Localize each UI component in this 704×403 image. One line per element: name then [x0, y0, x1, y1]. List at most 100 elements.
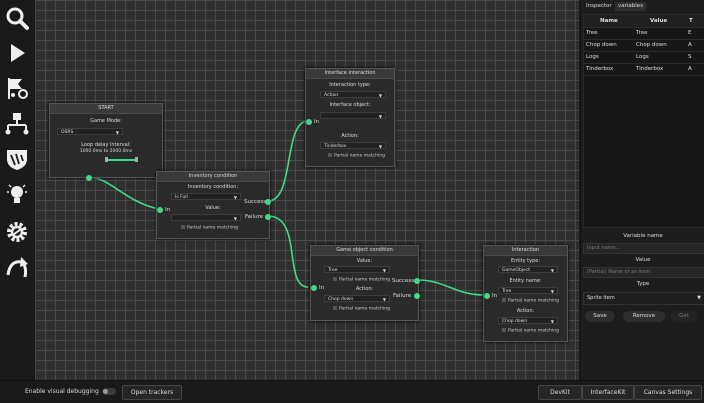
devkit-button[interactable]: DevKit	[538, 385, 582, 400]
action-select[interactable]: Tinderbox▼	[320, 142, 386, 149]
gear-tool-button[interactable]	[3, 218, 31, 246]
tab-variables[interactable]: variables	[615, 2, 647, 11]
game-object-value-select[interactable]: Tree▼	[324, 266, 390, 273]
loop-delay-slider[interactable]	[106, 159, 136, 161]
bottom-bar: Enable visual debugging Open trackers De…	[0, 380, 704, 403]
node-title: Inventory condition	[157, 172, 269, 182]
table-row[interactable]: Chop down Chop down A	[584, 39, 704, 52]
chevron-down-icon: ▼	[378, 144, 382, 149]
chevron-down-icon: ▼	[378, 114, 382, 119]
table-row[interactable]: Tinderbox Tinderbox A	[584, 63, 704, 76]
failure-output-port[interactable]	[414, 293, 420, 299]
value-input[interactable]: (Partial) Name of an item	[583, 267, 704, 278]
interaction-type-label: Interaction type:	[329, 82, 371, 88]
entity-type-label: Entity type:	[510, 258, 541, 264]
chevron-down-icon: ▼	[115, 130, 119, 135]
node-title: START	[50, 104, 162, 114]
chevron-down-icon: ▼	[550, 289, 554, 294]
node-canvas[interactable]: START Game Mode: OSRS▼ Loop delay interv…	[35, 0, 579, 380]
partial-name-checkbox[interactable]: Partial name matching	[502, 328, 559, 334]
success-output-port[interactable]	[414, 278, 420, 284]
table-row[interactable]: Tree Tree E	[584, 27, 704, 40]
arrow-tool-button[interactable]	[3, 254, 31, 282]
remove-button[interactable]: Remove	[623, 311, 665, 322]
get-button[interactable]: Get	[671, 311, 697, 322]
node-title: Interaction	[484, 246, 567, 256]
type-select[interactable]: Sprite item ▼	[583, 292, 704, 305]
game-mode-label: Game Mode:	[90, 118, 122, 124]
table-row[interactable]: Logs Logs S	[584, 51, 704, 64]
interfacekit-button[interactable]: InterfaceKit	[582, 385, 634, 400]
wire-start-to-inventory	[87, 176, 160, 210]
action-label: Action:	[355, 286, 374, 292]
value-label: Value:	[205, 205, 221, 211]
wire-success-to-interface	[267, 120, 309, 202]
game-object-condition-node[interactable]: Game object condition Value: Tree▼ Parti…	[310, 245, 420, 321]
game-object-input-port[interactable]	[311, 285, 317, 291]
arrow-icon	[6, 257, 28, 278]
chevron-down-icon: ▼	[382, 297, 386, 302]
game-mode-select[interactable]: OSRS▼	[57, 128, 123, 135]
start-output-port[interactable]	[86, 175, 92, 181]
interface-input-port[interactable]	[306, 119, 312, 125]
start-node[interactable]: START Game Mode: OSRS▼ Loop delay interv…	[49, 103, 163, 181]
input-label: In	[492, 293, 498, 299]
inspector-panel: Inspector variables Name Value T Tree Tr…	[580, 0, 704, 380]
value-label: Value	[635, 257, 651, 263]
hierarchy-tool-button[interactable]	[3, 110, 31, 138]
tab-inspector[interactable]: Inspector	[586, 3, 612, 9]
slider-handle-left[interactable]	[105, 157, 108, 162]
inventory-condition-node[interactable]: Inventory condition Inventory condition:…	[156, 171, 271, 239]
chevron-down-icon: ▼	[697, 295, 701, 301]
gear-icon	[7, 222, 27, 242]
inventory-input-port[interactable]	[157, 207, 163, 213]
flag-tool-button[interactable]	[3, 74, 31, 102]
hierarchy-icon	[5, 113, 29, 135]
interaction-action-select[interactable]: Chop down▼	[498, 317, 558, 324]
interface-object-select[interactable]: ▼	[320, 112, 386, 119]
search-icon	[6, 7, 29, 30]
lightbulb-tool-button[interactable]	[3, 181, 31, 209]
partial-name-checkbox[interactable]: Partial name matching	[181, 225, 238, 231]
partial-name-checkbox[interactable]: Partial name matching	[328, 153, 385, 159]
success-label: Success	[392, 278, 415, 284]
interaction-node[interactable]: Interaction Entity type: GameObject▼ Ent…	[483, 245, 568, 342]
open-trackers-button[interactable]: Open trackers	[122, 385, 182, 400]
interface-object-label: Interface object:	[329, 102, 371, 108]
partial-name-checkbox[interactable]: Partial name matching	[502, 298, 559, 304]
partial-name-checkbox[interactable]: Partial name matching	[333, 306, 390, 312]
loop-delay-value: 1000.0ms to 2000.0ms	[79, 149, 133, 154]
interaction-input-port[interactable]	[484, 293, 490, 299]
chevron-down-icon: ▼	[550, 319, 554, 324]
shield-icon	[7, 150, 27, 170]
variable-name-input[interactable]: Input name...	[583, 243, 704, 254]
input-label: In	[165, 207, 171, 213]
interaction-type-select[interactable]: Action▼	[320, 91, 386, 98]
variables-table: Name Value T Tree Tree E Chop down Chop …	[583, 14, 704, 228]
toggle-knob	[103, 389, 108, 394]
wire-failure-to-gameobject	[267, 215, 309, 288]
interface-interaction-node[interactable]: Interface interaction Interaction type: …	[305, 68, 395, 167]
play-tool-button[interactable]	[3, 39, 31, 67]
success-output-port[interactable]	[265, 199, 271, 205]
table-header: Name Value T	[584, 15, 704, 28]
slider-handle-right[interactable]	[135, 157, 138, 162]
partial-name-checkbox[interactable]: Partial name matching	[333, 277, 390, 283]
column-header-type: T	[689, 18, 693, 24]
entity-type-select[interactable]: GameObject▼	[498, 266, 558, 273]
shield-tool-button[interactable]	[3, 145, 31, 173]
failure-output-port[interactable]	[265, 214, 271, 220]
input-label: In	[314, 119, 320, 125]
play-icon	[11, 44, 25, 62]
entity-name-select[interactable]: Tree▼	[498, 287, 558, 294]
value-select[interactable]: ▼	[171, 214, 241, 221]
value-label: Value:	[356, 258, 373, 264]
canvas-settings-button[interactable]: Canvas Settings	[634, 385, 702, 400]
save-button[interactable]: Save	[585, 311, 615, 322]
game-object-action-select[interactable]: Chop down▼	[324, 295, 390, 302]
inventory-condition-select[interactable]: Is Full▼	[171, 193, 241, 200]
search-tool-button[interactable]	[3, 4, 31, 32]
node-title: Interface interaction	[306, 69, 394, 79]
visual-debugging-toggle[interactable]	[102, 388, 116, 395]
chevron-down-icon: ▼	[233, 195, 237, 200]
